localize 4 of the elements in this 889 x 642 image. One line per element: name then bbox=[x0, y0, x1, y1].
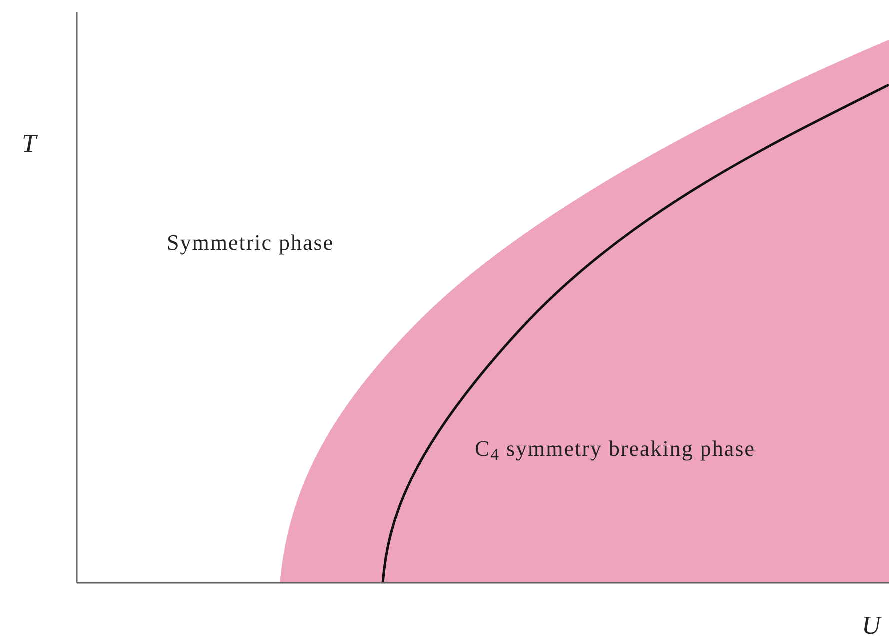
region-label: Symmetric phase bbox=[167, 229, 334, 257]
axis-label: T bbox=[22, 128, 36, 160]
region-label: C$_{4}$ symmetry breaking phase bbox=[475, 435, 756, 466]
axis-label: U bbox=[862, 610, 881, 642]
